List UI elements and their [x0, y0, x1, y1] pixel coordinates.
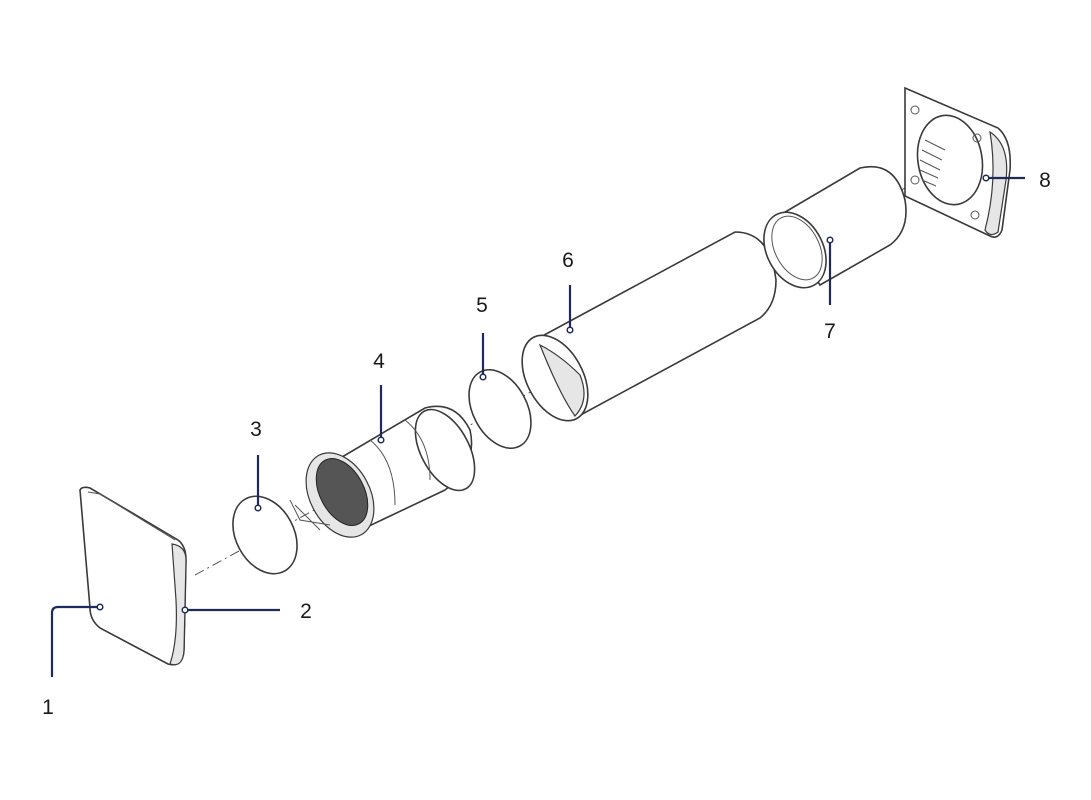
- part-8-outer-grille: [904, 86, 1012, 238]
- part-2-cover-side: [169, 543, 187, 666]
- part-4-fan-unit: [289, 405, 476, 538]
- label-2: 2: [300, 600, 312, 623]
- part-3-disk: [232, 495, 298, 575]
- label-6: 6: [562, 249, 574, 272]
- label-1: 1: [42, 696, 54, 719]
- part-1-front-cover: [79, 486, 187, 666]
- label-4: 4: [373, 350, 385, 373]
- leader-lines: [50, 174, 1025, 677]
- label-7: 7: [824, 320, 836, 343]
- fan-grille-icon: [315, 458, 369, 526]
- label-5: 5: [476, 294, 488, 317]
- part-6-tube: [521, 231, 777, 422]
- part-7-sleeve: [763, 166, 907, 289]
- part-5-disk: [468, 369, 532, 449]
- label-8: 8: [1039, 169, 1051, 192]
- label-3: 3: [250, 418, 262, 441]
